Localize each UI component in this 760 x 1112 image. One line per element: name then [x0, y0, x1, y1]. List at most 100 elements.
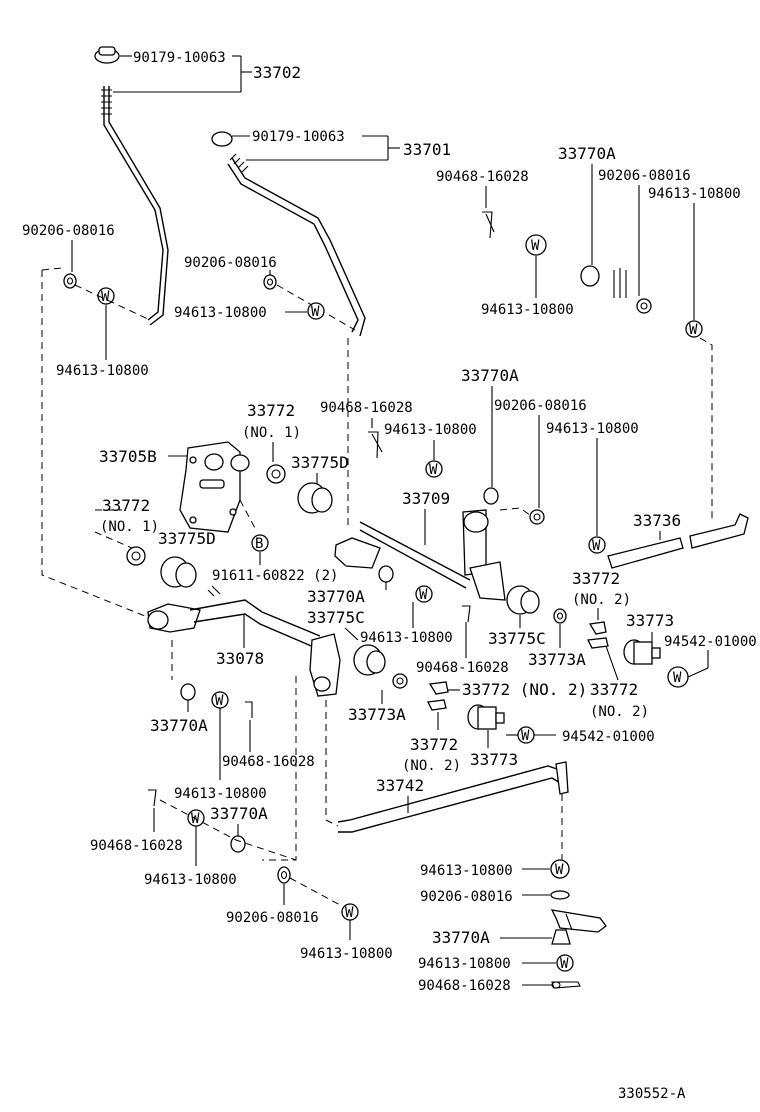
part-label: (NO. 2) — [572, 592, 631, 608]
washer-icon — [277, 866, 291, 884]
bushing-icon — [506, 585, 540, 615]
washer-icon — [529, 509, 545, 525]
part-label: 94613-10800 — [481, 302, 574, 318]
svg-text:W: W — [560, 956, 569, 972]
part-label: 33736 — [633, 511, 681, 530]
part-label: (NO. 2) — [402, 758, 461, 774]
bracket-33705B — [179, 441, 250, 533]
bushing-icon — [160, 556, 197, 588]
bushing-icon — [467, 704, 505, 730]
part-label: 94542-01000 — [562, 729, 655, 745]
part-label: 33772 (NO. 2) — [462, 680, 587, 699]
part-label: 90206-08016 — [494, 398, 587, 414]
bushing-icon — [126, 546, 146, 566]
svg-text:W: W — [521, 728, 530, 744]
svg-text:W: W — [215, 693, 224, 709]
part-label: 33770A — [307, 587, 365, 606]
cotter-pin-icon — [148, 789, 157, 807]
part-label: 33772 — [410, 735, 458, 754]
bushing-icon — [378, 565, 394, 583]
cotter-pin-icon — [245, 701, 253, 718]
svg-text:W: W — [592, 538, 601, 554]
rod-33701 — [227, 153, 366, 337]
part-label: 33709 — [402, 489, 450, 508]
w-washer-icon: W — [517, 726, 535, 744]
bushing-icon — [580, 265, 600, 287]
part-label: 33701 — [403, 140, 451, 159]
part-label: 90206-08016 — [22, 223, 115, 239]
w-washer-icon: W — [667, 666, 689, 688]
svg-text:B: B — [255, 536, 263, 552]
clip-icon — [613, 268, 627, 298]
part-label: 90468-16028 — [418, 978, 511, 994]
part-label: 33702 — [253, 63, 301, 82]
lever-33078 — [147, 585, 341, 697]
svg-text:W: W — [555, 862, 564, 878]
part-label: 33772 — [247, 401, 295, 420]
part-label: 33775C — [307, 608, 365, 627]
clip-icon — [550, 909, 607, 933]
part-label: 33770A — [210, 804, 268, 823]
part-label: 94613-10800 — [300, 946, 393, 962]
part-label: 90179-10063 — [252, 129, 345, 145]
svg-text:W: W — [101, 289, 110, 305]
part-label: 94613-10800 — [174, 786, 267, 802]
part-label: 33775D — [158, 529, 216, 548]
part-label: 33770A — [558, 144, 616, 163]
part-label: (NO. 1) — [242, 425, 301, 441]
washer-icon — [636, 298, 652, 314]
svg-text:W: W — [419, 587, 428, 603]
part-label: 90206-08016 — [598, 168, 691, 184]
part-label: (NO. 1) — [100, 519, 159, 535]
part-label: 90206-08016 — [226, 910, 319, 926]
part-label: 33772 — [572, 569, 620, 588]
w-washer-icon: W — [425, 460, 443, 478]
part-label: 90468-16028 — [436, 169, 529, 185]
bushing-icon — [266, 464, 286, 484]
bushing-icon — [623, 639, 661, 665]
cotter-pin-icon — [482, 211, 495, 239]
clip-icon — [587, 621, 609, 649]
part-label: 90468-16028 — [320, 400, 413, 416]
w-washer-icon: W — [341, 903, 359, 921]
part-label: 90468-16028 — [90, 838, 183, 854]
part-label: 33775D — [291, 453, 349, 472]
bushing-icon — [297, 482, 333, 514]
w-washer-icon: W — [588, 536, 606, 554]
part-label: 33773A — [348, 705, 406, 724]
part-label: 33773 — [626, 611, 674, 630]
washer-icon — [63, 273, 77, 289]
w-washer-icon: W — [685, 320, 703, 338]
w-washer-icon: W — [415, 585, 433, 603]
part-label: 94613-10800 — [360, 630, 453, 646]
part-label: 33770A — [461, 366, 519, 385]
part-label: 90206-08016 — [184, 255, 277, 271]
svg-text:W: W — [689, 322, 698, 338]
part-label: 33773 — [470, 750, 518, 769]
part-label: 94613-10800 — [144, 872, 237, 888]
part-label: 33705B — [99, 447, 157, 466]
w-washer-icon: W — [525, 234, 547, 256]
part-label: 33773A — [528, 650, 586, 669]
washer-icon — [553, 608, 567, 624]
bushing-icon — [180, 683, 196, 701]
part-label: 90206-08016 — [420, 889, 513, 905]
svg-text:W: W — [345, 905, 354, 921]
lever-33709 — [334, 509, 506, 601]
bushing-icon — [551, 929, 571, 945]
b-bolt-icon: B — [251, 534, 269, 552]
part-label: 94613-10800 — [56, 363, 149, 379]
svg-text:W: W — [429, 462, 438, 478]
part-label: 33772 — [590, 680, 638, 699]
washer-icon — [550, 890, 570, 900]
cotter-pin-icon — [368, 431, 383, 459]
part-label: 94613-10800 — [384, 422, 477, 438]
part-label: 33770A — [150, 716, 208, 735]
clip-icon — [427, 681, 449, 711]
w-washer-icon: W — [211, 691, 229, 709]
part-label: 91611-60822 (2) — [212, 568, 338, 584]
part-label: 94613-10800 — [174, 305, 267, 321]
w-washer-icon: W — [307, 302, 325, 320]
svg-text:W: W — [531, 238, 540, 254]
